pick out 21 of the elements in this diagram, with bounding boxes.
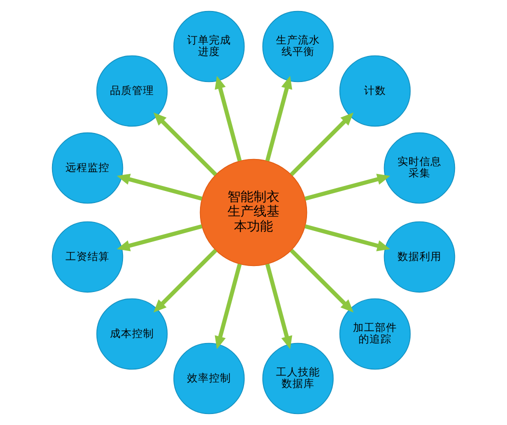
arrow <box>153 248 218 313</box>
arrow <box>304 224 390 252</box>
node-circle: 工人技能数据库 <box>262 342 334 414</box>
arrow <box>304 174 390 201</box>
node-circle: 生产流水线平衡 <box>262 10 334 82</box>
node-circle: 智能制衣生产线基本功能 <box>200 158 308 266</box>
node-circle: 远程监控 <box>52 132 124 204</box>
arrow <box>214 76 242 162</box>
node-circle: 订单完成进度 <box>173 10 245 82</box>
arrow <box>265 264 292 350</box>
arrow <box>265 76 292 162</box>
node-circle: 效率控制 <box>173 342 245 414</box>
node-circle: 数据利用 <box>384 221 456 293</box>
arrow <box>214 264 242 350</box>
arrow <box>116 224 202 252</box>
arrow <box>116 174 202 201</box>
node-circle: 工资结算 <box>52 221 124 293</box>
arrow <box>290 248 354 313</box>
node-circle: 实时信息采集 <box>384 132 456 204</box>
arrow <box>290 112 354 176</box>
arrow <box>153 112 218 176</box>
